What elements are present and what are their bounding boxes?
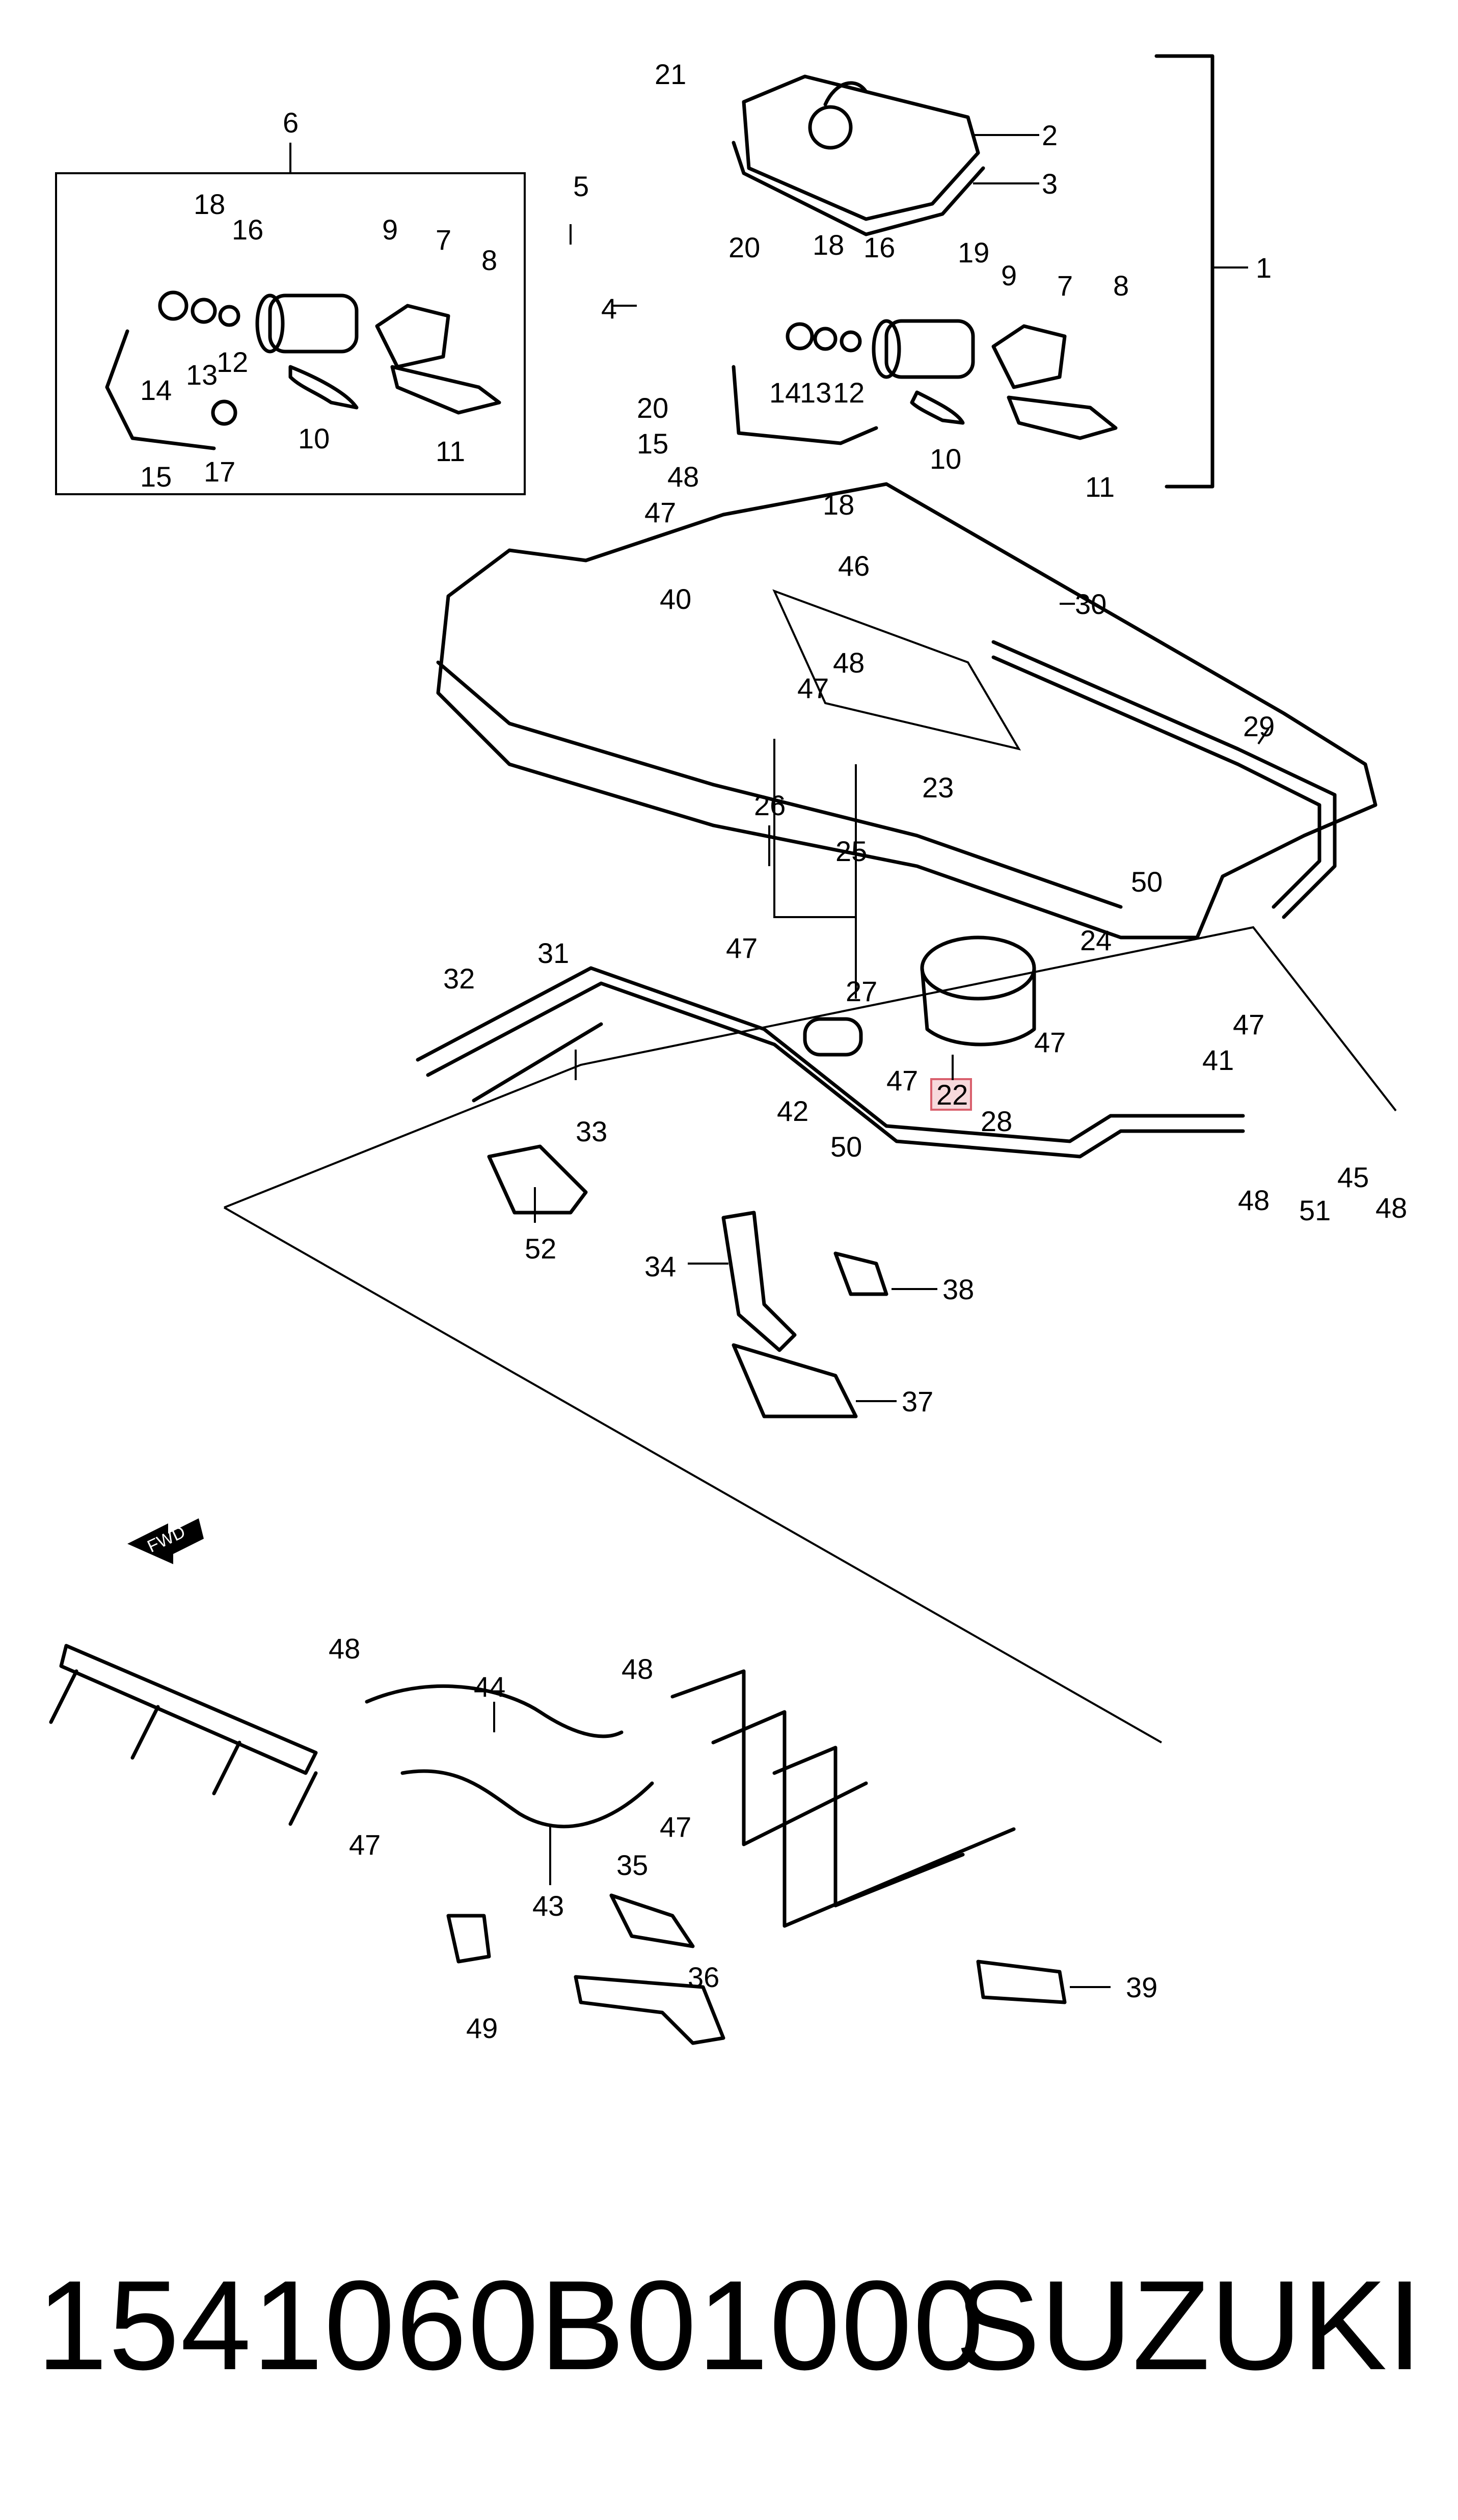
callout-50: 50 [1131,866,1163,898]
callout-41: 41 [1202,1044,1234,1076]
callout-15: 15 [140,461,172,493]
construction-lines [224,739,1397,1744]
callout-39: 39 [1126,1971,1157,2003]
callout-43: 43 [532,1890,564,1922]
callout-36: 36 [688,1961,719,1993]
callout-18: 18 [194,188,225,220]
callout-19: 19 [958,236,989,269]
callout-18c: 18 [823,489,854,521]
callout-32: 32 [443,962,475,995]
callout-3: 3 [1042,168,1058,200]
callout-16: 16 [232,213,263,246]
hoses-and-pipes [365,1669,1016,1928]
callout-1: 1 [1256,252,1272,284]
fuel-lines [416,640,1337,1159]
callout-47f: 47 [1233,1008,1264,1040]
callout-48: 48 [667,461,699,493]
fuel-rail-injectors [49,1644,318,1826]
callout-7b: 7 [1057,270,1073,302]
callout-47g: 47 [349,1829,381,1861]
callout-46: 46 [838,550,870,582]
callout-29: 29 [1243,710,1275,742]
callout-10: 10 [298,422,330,454]
footer: 1541060B01000 SUZUKI [0,2252,1458,2405]
callout-47b: 47 [797,672,829,704]
callout-48e: 48 [329,1632,360,1665]
callout-48d: 48 [1375,1192,1407,1224]
callout-22: 22 [936,1079,968,1111]
leader-lines [493,134,1270,1988]
callout-47e: 47 [1034,1026,1066,1058]
callout-48b: 48 [833,647,865,679]
callout-9: 9 [382,213,398,246]
callout-2: 2 [1042,119,1058,151]
callout-30: 30 [1075,588,1106,620]
callout-10b: 10 [930,443,961,475]
fuel-system-exploded-diagram: FWD 1 2 3 4 5 6 7 7 8 8 9 9 10 1 [49,54,1407,2045]
pump-assembly-right [732,319,1118,445]
callout-labels: 1 2 3 4 5 6 7 7 8 8 9 9 10 10 11 11 12 1… [140,58,1407,2044]
callout-28: 28 [981,1105,1012,1137]
callout-31: 31 [537,937,569,969]
callout-15b: 15 [637,427,668,460]
callout-25: 25 [835,835,867,867]
callout-20b: 20 [637,392,668,424]
callout-7: 7 [436,224,451,256]
callout-51: 51 [1299,1194,1331,1226]
callout-4: 4 [601,292,617,325]
callout-9b: 9 [1001,259,1017,291]
callout-52: 52 [525,1232,556,1265]
callout-14: 14 [140,374,172,406]
callout-18b: 18 [813,229,844,261]
callout-27: 27 [846,975,877,1007]
clips-and-brackets [446,1144,1067,2045]
callout-21: 21 [655,58,686,90]
callout-16b: 16 [863,231,895,263]
pump-subassembly-box [55,143,526,495]
callout-48c: 48 [1238,1184,1270,1216]
callout-45: 45 [1337,1161,1369,1193]
callout-47c: 47 [726,932,758,964]
callout-47h: 47 [660,1811,691,1843]
callout-5: 5 [573,170,589,202]
callout-33: 33 [576,1115,607,1147]
callout-37: 37 [902,1385,933,1417]
assembly-bracket-1 [1154,54,1248,489]
callout-42: 42 [777,1095,808,1127]
callout-6: 6 [283,106,299,139]
callout-17: 17 [204,455,235,488]
callout-34: 34 [644,1250,676,1282]
callout-44: 44 [474,1671,505,1703]
callout-40: 40 [660,583,691,615]
callout-49: 49 [466,2012,498,2044]
callout-48f: 48 [622,1653,653,1685]
callout-13b: 13 [800,377,831,409]
callout-38: 38 [942,1273,974,1305]
callout-26: 26 [754,789,786,821]
fwd-arrow: FWD [127,1518,204,1564]
fuel-filter [803,935,1036,1057]
callout-47: 47 [644,496,676,528]
callout-8b: 8 [1113,270,1129,302]
callout-12b: 12 [833,377,865,409]
callout-23: 23 [922,771,954,803]
fuel-tank [436,482,1378,940]
callout-14b: 14 [769,377,801,409]
brand-name: SUZUKI [955,2254,1422,2396]
callout-50b: 50 [830,1131,862,1163]
callout-20: 20 [728,231,760,263]
part-number: 1541060B01000 [37,2254,985,2396]
callout-35: 35 [616,1849,648,1881]
callout-8: 8 [481,244,497,276]
callout-47d: 47 [886,1064,918,1096]
callout-12: 12 [217,346,248,378]
callout-24: 24 [1080,924,1112,956]
callout-11b: 11 [1085,471,1115,503]
callout-11: 11 [436,435,465,467]
fuel-pump-cover-plate [732,74,985,236]
highlight-box [930,1078,972,1111]
callout-13: 13 [186,359,218,391]
